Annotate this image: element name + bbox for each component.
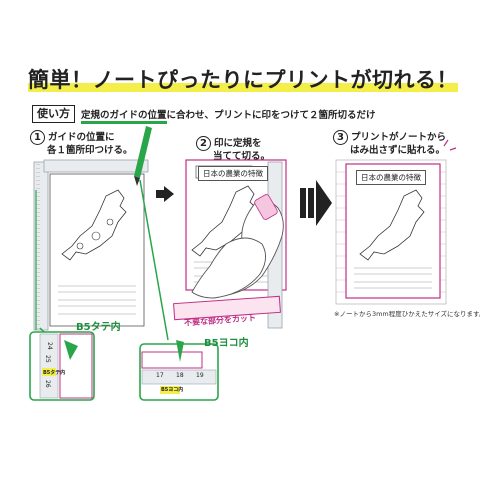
cutter	[254, 194, 278, 220]
usage-badge: 使い方	[32, 105, 75, 123]
usage-description: 定規のガイドの位置に合わせ、プリントに印をつけて２箇所切るだけ	[81, 107, 376, 124]
usage-rest: に合わせ、プリントに印をつけて２箇所切るだけ	[166, 110, 376, 121]
step-2-illustration	[173, 159, 287, 329]
tab-text-v: B5タテ内	[43, 370, 66, 376]
zoom-vertical-ticks: 24	[44, 342, 54, 350]
cut-strip	[173, 295, 281, 321]
step-3-line1: プリントがノートから	[351, 132, 447, 143]
step-2-sheet-title: 日本の農業の特徴	[198, 166, 268, 181]
step-1-line1: ガイドの位置に	[48, 132, 115, 143]
step-1-sheet	[49, 173, 145, 327]
step-1-line2: 各１箇所印つける。	[47, 145, 133, 156]
step-3-illustration	[335, 139, 457, 305]
step-1-pencil-top	[134, 126, 152, 178]
tick-v-2: 25	[44, 355, 51, 363]
step-3-sheet-title: 日本の農業の特徴	[356, 170, 426, 185]
ruler-vertical-ticks	[36, 162, 40, 330]
arrow-right-2	[300, 180, 332, 226]
usage-row: 使い方 定規のガイドの位置に合わせ、プリントに印をつけて２箇所切るだけ	[32, 104, 376, 124]
step-1-map	[61, 189, 127, 261]
headline-text: 簡単！ノートぴったりにプリントが切れる！	[28, 68, 458, 92]
headline: 簡単！ノートぴったりにプリントが切れる！	[28, 64, 458, 94]
hand-left	[191, 237, 266, 299]
label-b5-tate: B5タテ内	[76, 322, 121, 333]
tick-v-3: 26	[44, 380, 51, 388]
step-3-map	[359, 189, 425, 261]
step-1-number: 1	[30, 130, 45, 145]
step-2-line1: 印に定規を	[214, 138, 262, 149]
zoom-vertical	[29, 331, 95, 401]
tick-h-1: 17	[156, 372, 164, 379]
step-2-number: 2	[196, 136, 211, 151]
tick-h-2: 18	[176, 372, 184, 379]
step-1-text-lines	[58, 285, 136, 315]
size-note: ※ノートから3mm程度ひかえたサイズになります。	[334, 310, 480, 318]
tick-v-1: 24	[46, 342, 53, 350]
tab-text-h: B5ヨコ内	[161, 387, 184, 393]
step-2-line2: 当てて切る。	[213, 151, 271, 162]
label-b5-yoko: B5ヨコ内	[204, 338, 249, 349]
usage-underlined: 定規のガイドの位置	[81, 110, 167, 124]
step-3-line2: はみ出さずに貼れる。	[350, 145, 446, 156]
step-3-sheet	[345, 163, 441, 299]
tick-h-3: 19	[196, 372, 204, 379]
step-1-illustration	[33, 126, 169, 341]
ruler-horizontal	[43, 159, 149, 173]
arrow-right-1	[164, 186, 174, 202]
step-3-number: 3	[333, 130, 348, 145]
zoom-horizontal	[139, 340, 219, 401]
